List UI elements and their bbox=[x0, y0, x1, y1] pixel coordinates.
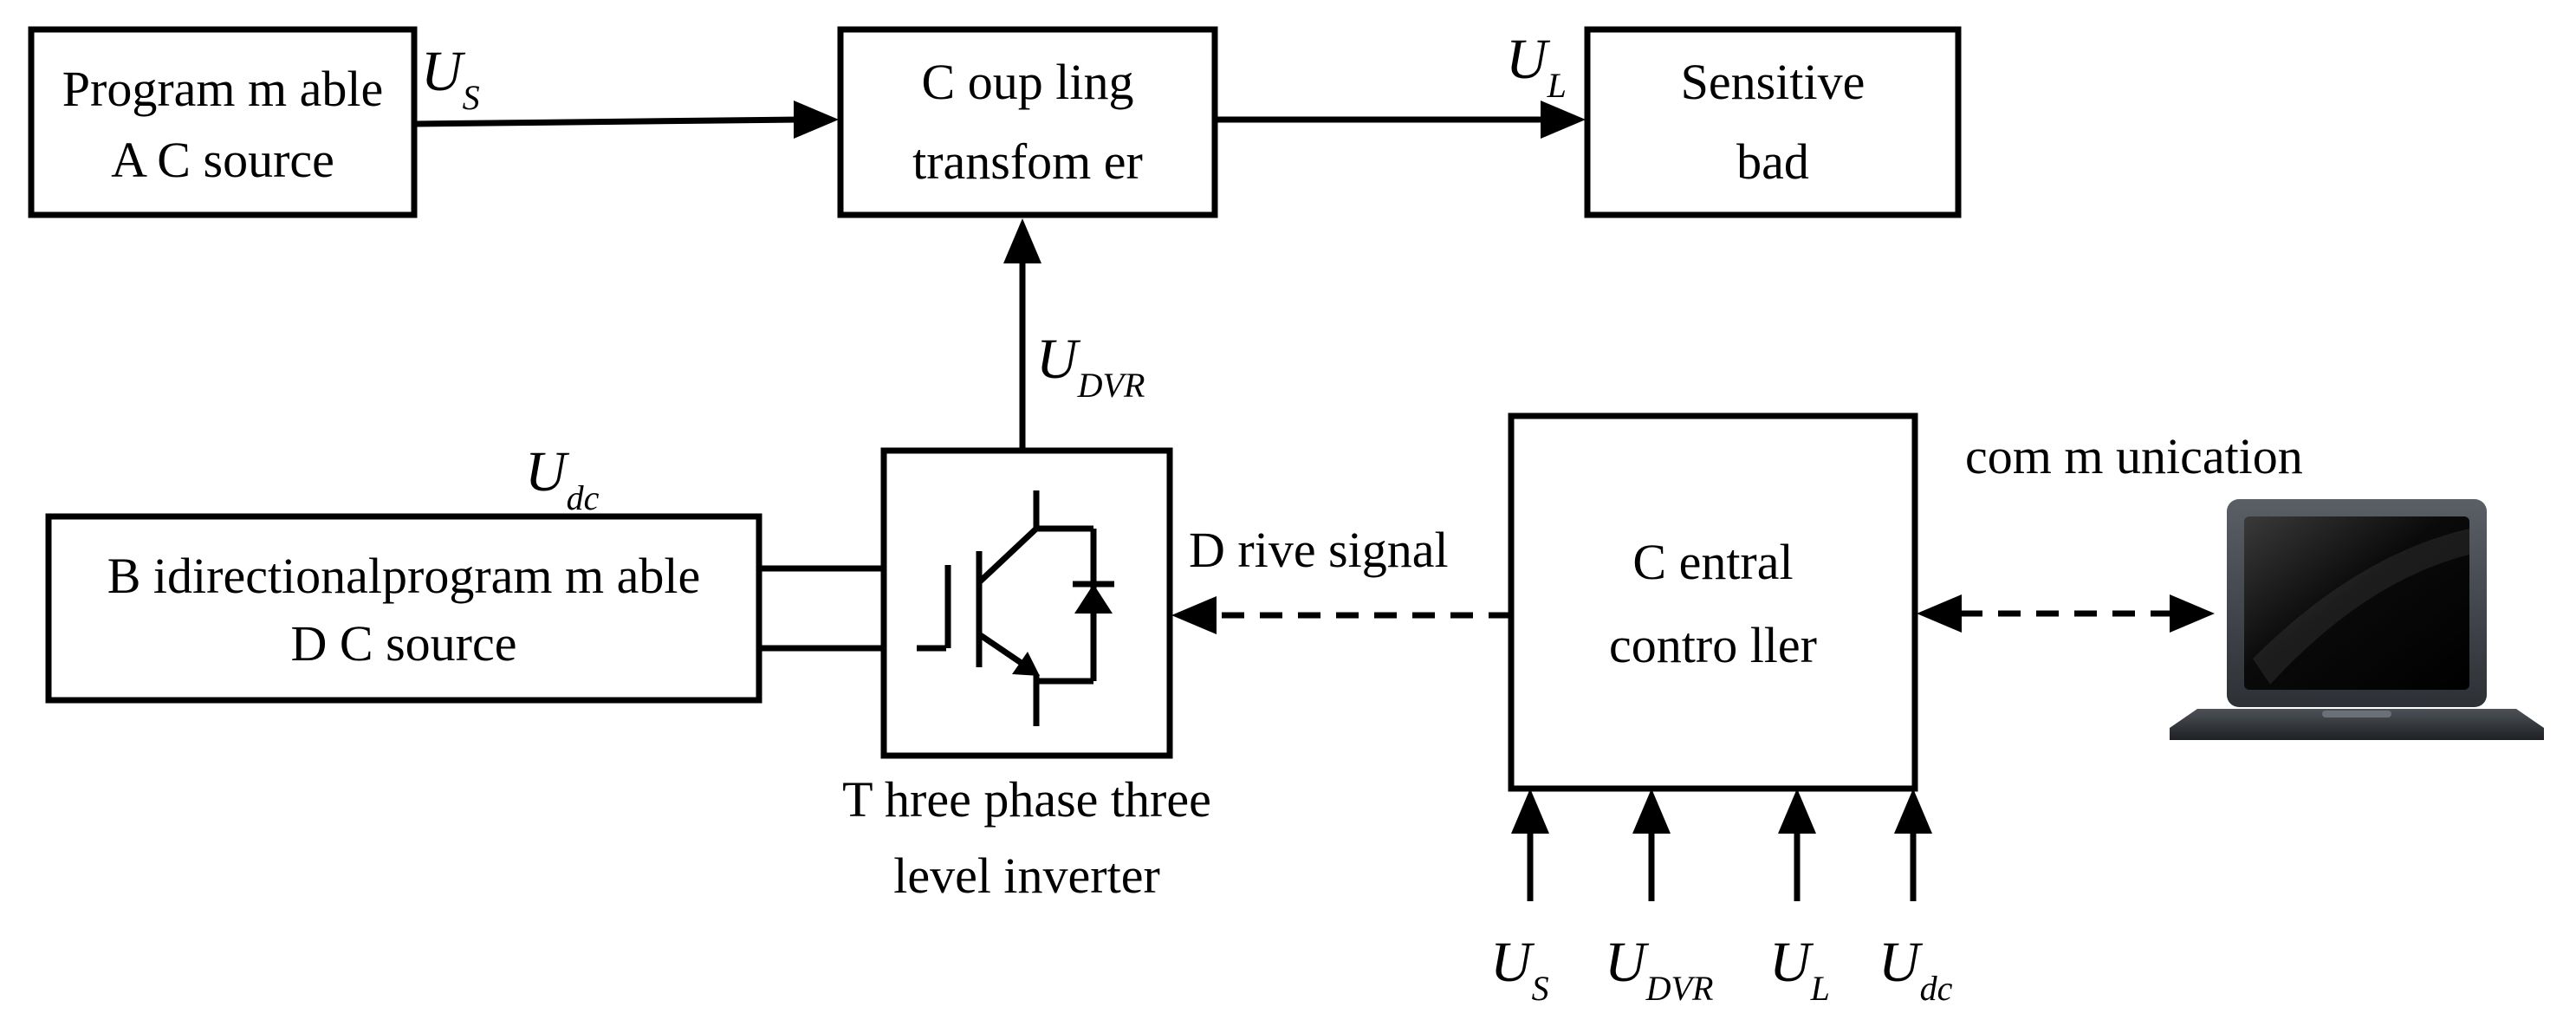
ul-label-sub: L bbox=[1547, 66, 1567, 105]
us-label-sub: S bbox=[463, 78, 480, 117]
inverter-caption-line2: level inverter bbox=[893, 847, 1160, 904]
input-label-us-main: U bbox=[1490, 931, 1535, 994]
ac-source-block: Program m able A C source bbox=[28, 26, 418, 218]
udvr-arrowhead bbox=[1003, 218, 1041, 263]
ul-arrowhead bbox=[1541, 101, 1586, 139]
us-label-main: U bbox=[421, 40, 466, 103]
communication-link: com m unication bbox=[1917, 428, 2303, 633]
ul-label-main: U bbox=[1506, 28, 1551, 91]
load-label-line2: bad bbox=[1736, 133, 1809, 190]
us-wire bbox=[413, 116, 800, 127]
udc-label: Udc bbox=[525, 440, 600, 517]
input-label-udvr-sub: DVR bbox=[1645, 969, 1714, 1008]
us-label: US bbox=[421, 40, 480, 117]
dc-source-label-line1: B idirectionalprogram m able bbox=[107, 548, 701, 604]
ul-signal: UL bbox=[1215, 28, 1586, 139]
input-label-udc: Udc bbox=[1878, 931, 1953, 1008]
drive-signal-label: D rive signal bbox=[1189, 522, 1449, 578]
igbt-switch-icon bbox=[917, 490, 1114, 726]
load-label-line1: Sensitive bbox=[1681, 54, 1865, 110]
udvr-label-sub: DVR bbox=[1077, 366, 1145, 405]
coupling-label-line2: transfom er bbox=[912, 133, 1143, 190]
us-arrowhead bbox=[794, 101, 839, 139]
input-label-udc-main: U bbox=[1878, 931, 1924, 994]
ac-source-label-line2: A C source bbox=[111, 132, 334, 188]
central-controller-block: C entral contro ller bbox=[1508, 412, 1918, 792]
controller-label-line1: C entral bbox=[1632, 534, 1793, 590]
dc-source-label-line2: D C source bbox=[291, 615, 517, 672]
udvr-signal: UDVR bbox=[1003, 218, 1145, 449]
input-label-ul: UL bbox=[1769, 931, 1830, 1008]
drive-signal-arrowhead bbox=[1171, 596, 1217, 634]
input-arrowhead-us bbox=[1511, 789, 1549, 834]
udc-label-main: U bbox=[525, 440, 570, 503]
ac-source-label-line1: Program m able bbox=[62, 61, 383, 117]
input-label-ul-sub: L bbox=[1810, 969, 1830, 1008]
input-label-ul-main: U bbox=[1769, 931, 1814, 994]
input-label-us: US bbox=[1490, 931, 1549, 1008]
communication-arrowhead-left bbox=[1917, 594, 1962, 633]
input-arrowhead-udc bbox=[1894, 789, 1932, 834]
inverter-caption-line1: T hree phase three bbox=[842, 771, 1211, 828]
input-arrowhead-udvr bbox=[1632, 789, 1671, 834]
coupling-label-line1: C oup ling bbox=[922, 54, 1134, 110]
coupling-transformer-block: C oup ling transfom er bbox=[837, 26, 1218, 218]
input-label-udc-sub: dc bbox=[1920, 969, 1953, 1008]
controller-label-line2: contro ller bbox=[1609, 617, 1817, 673]
inverter-block bbox=[880, 447, 1173, 759]
dc-source-block: B idirectionalprogram m able D C source bbox=[45, 513, 762, 704]
communication-label: com m unication bbox=[1965, 428, 2303, 484]
communication-arrowhead-right bbox=[2170, 594, 2215, 633]
udvr-label: UDVR bbox=[1036, 328, 1145, 405]
input-label-udvr: UDVR bbox=[1605, 931, 1713, 1008]
udvr-label-main: U bbox=[1036, 328, 1081, 391]
ul-label: UL bbox=[1506, 28, 1567, 105]
input-arrowhead-ul bbox=[1778, 789, 1816, 834]
sensitive-load-block: Sensitive bad bbox=[1584, 26, 1962, 218]
udc-label-sub: dc bbox=[567, 478, 600, 517]
input-label-udvr-main: U bbox=[1605, 931, 1650, 994]
input-label-us-sub: S bbox=[1532, 969, 1549, 1008]
controller-inputs: US UDVR UL Udc bbox=[1490, 789, 1953, 1008]
drive-signal: D rive signal bbox=[1171, 522, 1511, 634]
us-signal: US bbox=[413, 40, 839, 139]
laptop-icon bbox=[2170, 499, 2544, 740]
